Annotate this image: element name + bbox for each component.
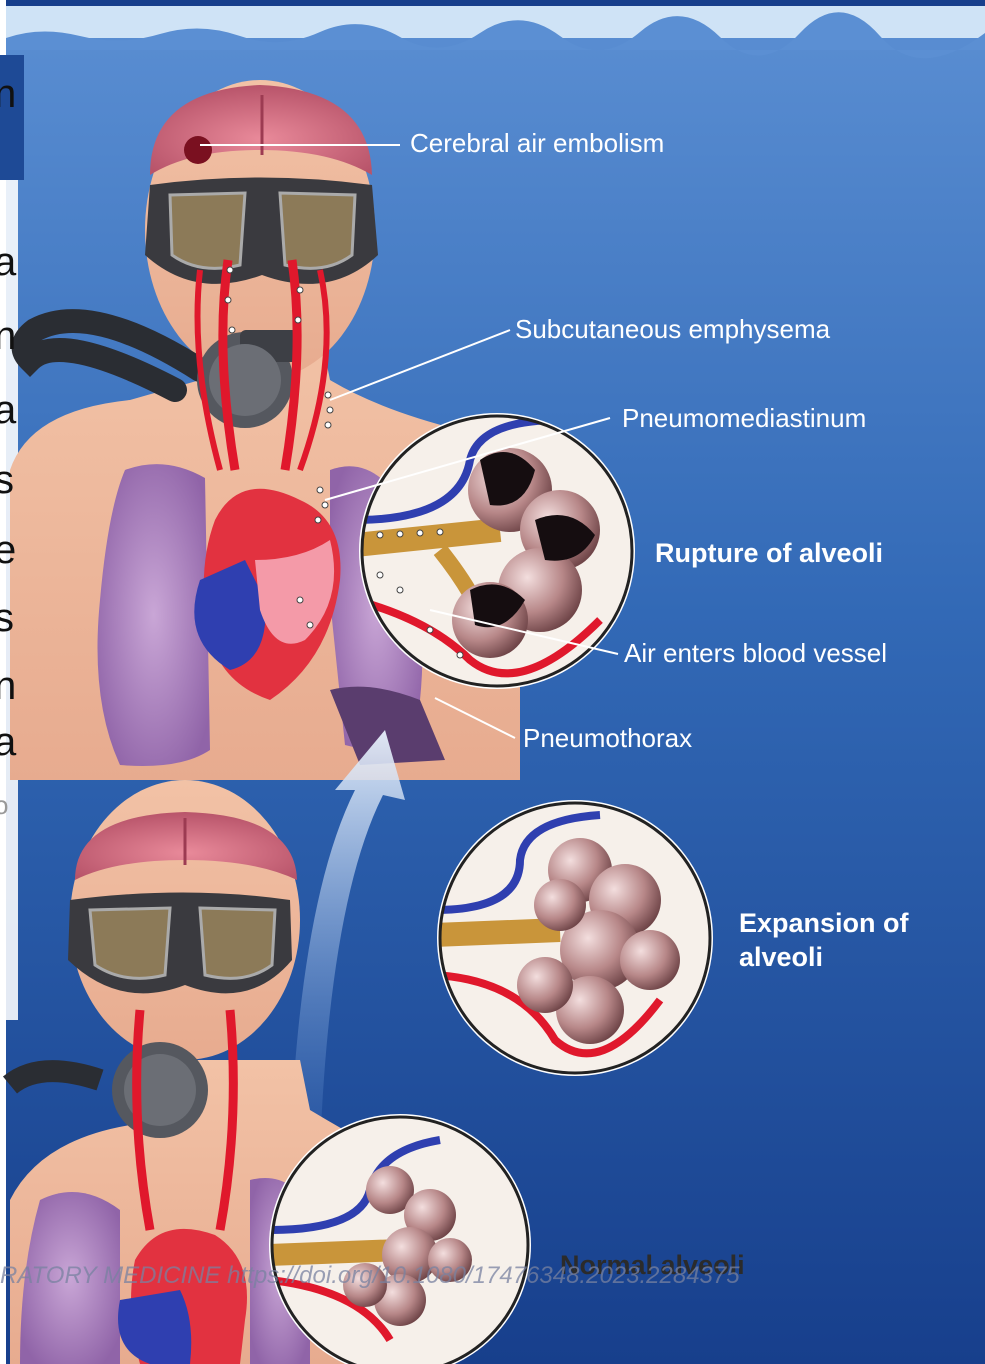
label-rupture-of-alveoli: Rupture of alveoli xyxy=(655,538,883,569)
slide-text-fragments: n a n a s e s n a o xyxy=(0,0,12,1364)
slide-fragment: n xyxy=(0,72,16,117)
slide-fragment: s xyxy=(0,596,14,641)
slide-fragment: a xyxy=(0,720,16,765)
label-expansion-of-alveoli: Expansion of alveoli xyxy=(739,906,909,974)
slide-fragment: s xyxy=(0,458,14,503)
label-cerebral-air-embolism: Cerebral air embolism xyxy=(410,128,664,159)
label-pneumomediastinum: Pneumomediastinum xyxy=(622,403,866,434)
slide-fragment: a xyxy=(0,388,16,433)
slide-fragment: o xyxy=(0,790,8,821)
label-air-enters-blood-vessel: Air enters blood vessel xyxy=(624,638,887,669)
slide-fragment: e xyxy=(0,528,16,573)
slide-fragment: a xyxy=(0,240,16,285)
citation-watermark: RATORY MEDICINE https://doi.org/10.1080/… xyxy=(0,1262,740,1290)
label-pneumothorax: Pneumothorax xyxy=(523,723,692,754)
inset-normal-alveoli xyxy=(269,1114,531,1364)
slide-fragment: n xyxy=(0,664,16,709)
slide-fragment: n xyxy=(0,314,16,359)
label-subcutaneous-emphysema: Subcutaneous emphysema xyxy=(515,314,830,345)
